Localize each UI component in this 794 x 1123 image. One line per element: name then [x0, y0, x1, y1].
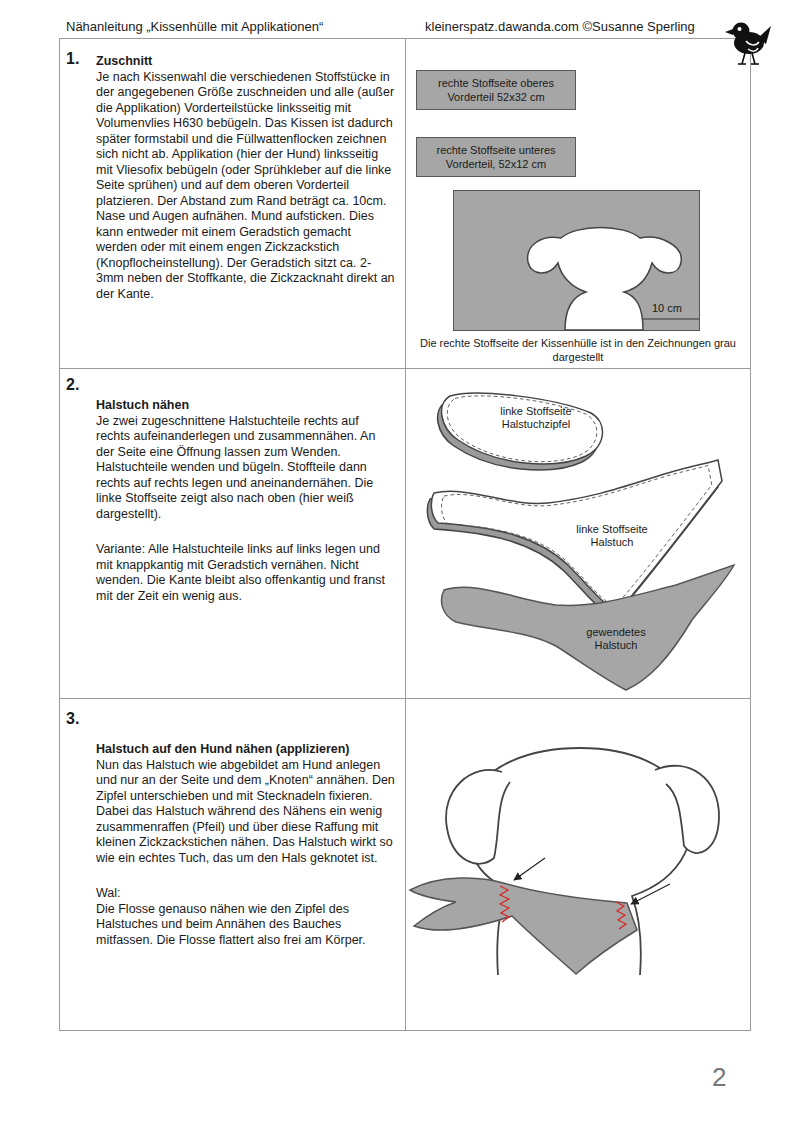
- dog-with-scarf: [410, 748, 719, 975]
- fabric-front: [442, 393, 603, 464]
- step-text: Halstuch auf den Hund nähen (applizieren…: [59, 698, 395, 948]
- step-heading: Halstuch nähen: [96, 398, 395, 414]
- step-heading: Halstuch auf den Hund nähen (applizieren…: [96, 742, 395, 758]
- shape-label: linke Stoffseite Halstuch: [566, 523, 658, 549]
- stitch-line: [447, 396, 597, 462]
- step-body: Wal:: [96, 886, 395, 902]
- dimension-label: 10 cm: [652, 302, 682, 314]
- fabric-front: [442, 565, 734, 690]
- fabric-piece-box: rechte Stoffseite unteres Vorderteil, 52…: [416, 137, 576, 177]
- figure-caption: Die rechte Stoffseite der Kissenhülle is…: [410, 336, 746, 364]
- shape-label: gewendetes Halstuch: [568, 626, 664, 652]
- step-cell: 3.Halstuch auf den Hund nähen (applizier…: [59, 698, 405, 1030]
- page-title: Nähanleitung „Kissenhülle mit Applikatio…: [66, 19, 323, 34]
- step-text: Halstuch nähenJe zwei zugeschnittene Hal…: [59, 368, 395, 604]
- step-cell: 1.ZuschnittJe nach Kissenwahl die versch…: [59, 38, 405, 368]
- step-cell: 2.Halstuch nähenJe zwei zugeschnittene H…: [59, 368, 405, 698]
- step-body: Je nach Kissenwahl die verschiedenen Sto…: [96, 70, 395, 303]
- fabric-piece-box: rechte Stoffseite oberes Vorderteil 52x3…: [416, 70, 576, 110]
- step-text: ZuschnittJe nach Kissenwahl die verschie…: [59, 38, 395, 302]
- source-credit: kleinerspatz.dawanda.com ©Susanne Sperli…: [425, 19, 695, 34]
- box-label: rechte Stoffseite oberes Vorderteil 52x3…: [423, 76, 569, 104]
- shape-label: linke Stoffseite Halstuchzipfel: [488, 405, 584, 431]
- step-body: Je zwei zugeschnittene Halstuchteile rec…: [96, 414, 395, 523]
- scarf-tip-shape: linke Stoffseite Halstuchzipfel: [436, 388, 608, 476]
- shape-outline: [436, 388, 608, 476]
- step-body: Nun das Halstuch wie abgebildet am Hund …: [96, 758, 395, 867]
- box-label: rechte Stoffseite unteres Vorderteil, 52…: [423, 143, 569, 171]
- turned-scarf-shape: gewendetes Halstuch: [436, 560, 738, 695]
- fabric-with-dog: [454, 191, 700, 331]
- page-number: 2: [712, 1062, 726, 1093]
- step-body: Variante: Alle Halstuchteile links auf l…: [96, 542, 395, 604]
- step-heading: Zuschnitt: [96, 54, 395, 70]
- table-grid: [59, 38, 751, 1031]
- bird-logo: [725, 23, 771, 65]
- step-body: Die Flosse genauso nähen wie den Zipfel …: [96, 902, 395, 949]
